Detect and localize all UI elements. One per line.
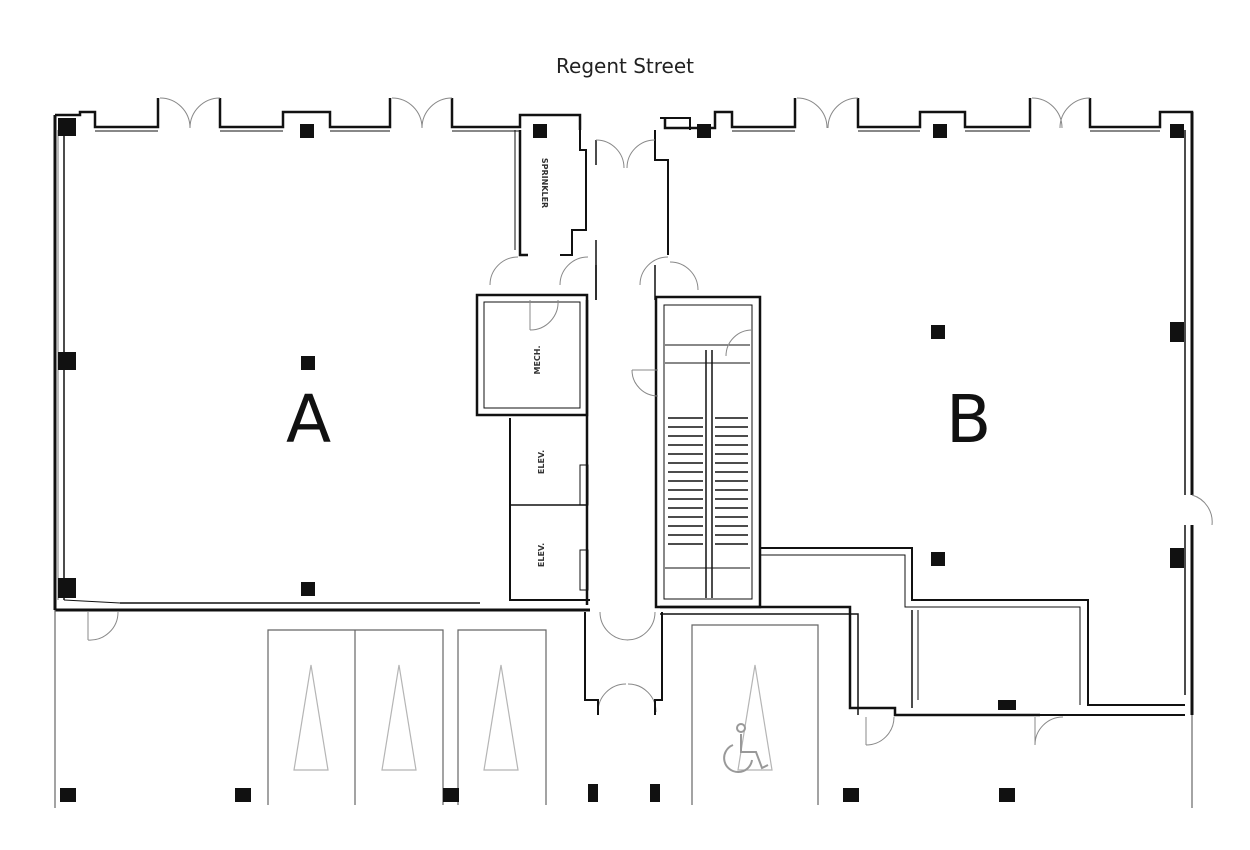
stair bbox=[631, 295, 762, 609]
door-swings-a bbox=[87, 97, 453, 641]
column-icon bbox=[999, 788, 1015, 802]
column-icon bbox=[60, 788, 76, 802]
column-icon bbox=[443, 788, 459, 802]
core-walls bbox=[475, 117, 691, 605]
column-icon bbox=[931, 325, 945, 339]
unit-b-label: B bbox=[946, 381, 992, 458]
column-icon bbox=[650, 784, 660, 802]
column-icon bbox=[58, 352, 76, 370]
column-icon bbox=[1170, 548, 1184, 568]
column-icon bbox=[533, 124, 547, 138]
column-icon bbox=[843, 788, 859, 802]
column-icon bbox=[588, 784, 598, 802]
column-icon bbox=[301, 356, 315, 370]
column-icon bbox=[300, 124, 314, 138]
column-icon bbox=[931, 552, 945, 566]
unit-b-walls bbox=[660, 98, 1194, 717]
columns bbox=[58, 118, 1184, 802]
elev-lower-label: ELEV. bbox=[537, 543, 546, 567]
street-label: Regent Street bbox=[556, 54, 694, 78]
column-icon bbox=[301, 582, 315, 596]
wheelchair-icon bbox=[723, 723, 769, 773]
column-icon bbox=[58, 118, 76, 136]
column-icon bbox=[58, 578, 76, 598]
column-icon bbox=[697, 124, 711, 138]
column-icon bbox=[1170, 322, 1184, 342]
door-swings-core bbox=[489, 139, 699, 713]
column-icon bbox=[1170, 124, 1184, 138]
column-icon bbox=[933, 124, 947, 138]
unit-a-label: A bbox=[286, 381, 332, 458]
elev-upper-label: ELEV. bbox=[537, 450, 546, 474]
parking-arrows bbox=[293, 664, 773, 771]
column-icon bbox=[235, 788, 251, 802]
sprinkler-label: SPRINKLER bbox=[540, 158, 549, 208]
door-swings-b bbox=[796, 97, 1213, 746]
parking-area bbox=[54, 610, 1193, 808]
mech-label: MECH. bbox=[533, 345, 542, 374]
